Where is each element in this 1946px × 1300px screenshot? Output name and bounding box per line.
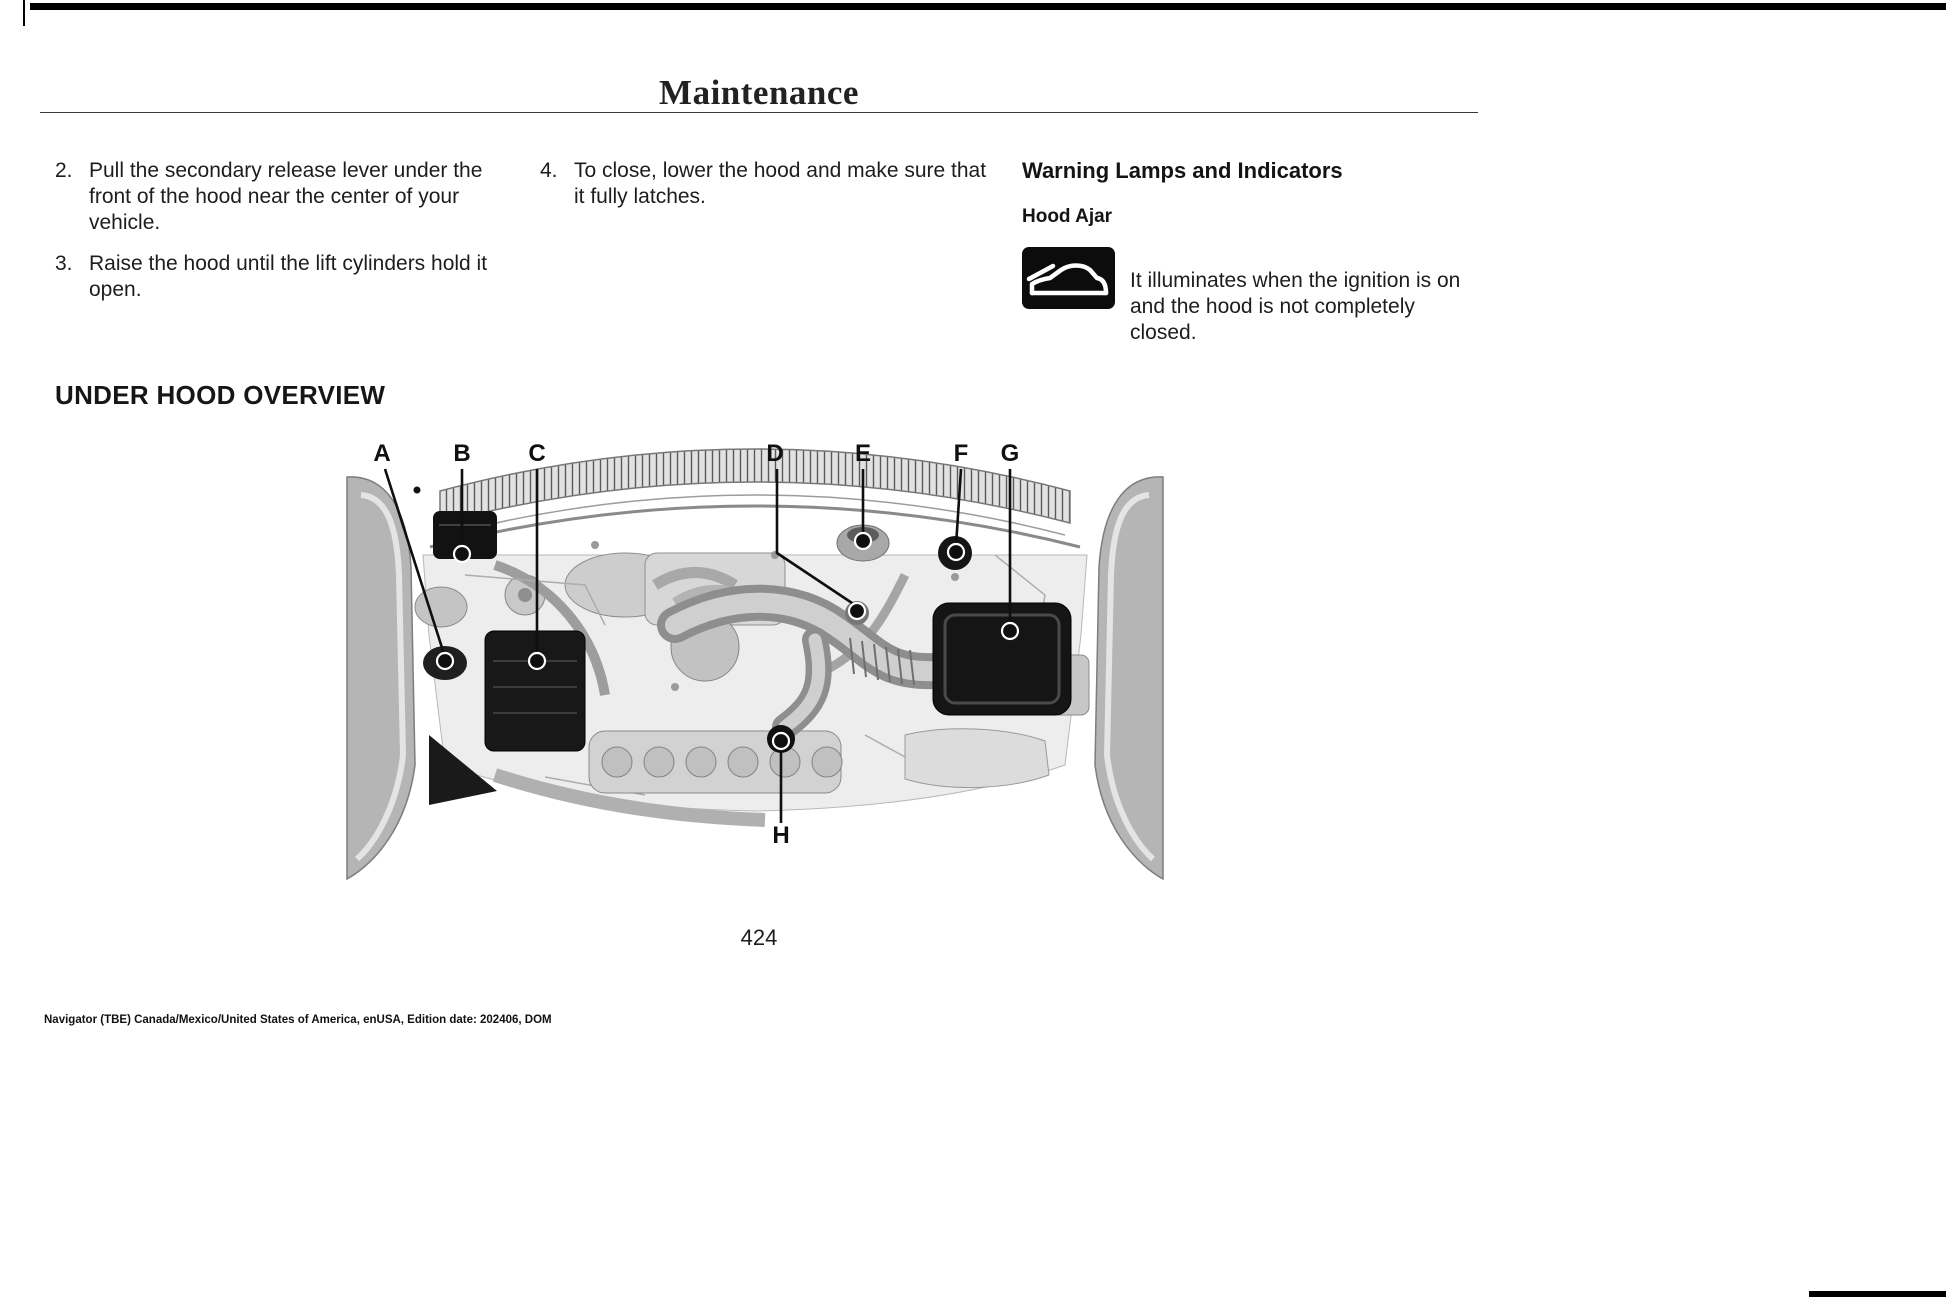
air-filter-box — [932, 602, 1072, 716]
callout-dot-d — [847, 601, 867, 621]
callout-dot-h — [771, 731, 791, 751]
right-fender — [1094, 476, 1164, 881]
callout-label-g: G — [1001, 440, 1020, 467]
column-right: Warning Lamps and Indicators Hood Ajar I… — [1022, 158, 1480, 367]
callout-dot-a — [435, 651, 455, 671]
fuse-box — [484, 630, 586, 752]
page-title: Maintenance — [659, 73, 859, 113]
reservoir-cap-b — [433, 511, 497, 559]
coolant-reservoir — [904, 728, 1050, 789]
callout-label-b: B — [453, 440, 470, 467]
step-item: 3. Raise the hood until the lift cylinde… — [55, 251, 505, 303]
under-hood-overview-heading: UNDER HOOD OVERVIEW — [55, 379, 386, 410]
callout-line-a — [383, 468, 446, 655]
callout-dot-g — [1000, 621, 1020, 641]
step-text: Pull the secondary release lever under t… — [89, 159, 483, 234]
warning-lamps-heading: Warning Lamps and Indicators — [1022, 158, 1343, 183]
engine-illustration: A B C D E F G H — [346, 440, 1164, 881]
hood-ajar-row: It illuminates when the ignition is on a… — [1022, 247, 1480, 367]
callout-label-h: H — [772, 822, 789, 849]
print-mark-bottom-right — [1809, 1291, 1946, 1297]
callout-dot-c — [527, 651, 547, 671]
callout-line-d — [775, 469, 856, 607]
radiator-cowl — [439, 448, 1071, 524]
column-middle: 4. To close, lower the hood and make sur… — [540, 158, 995, 225]
print-mark-corner-top-left — [0, 0, 25, 26]
print-mark-top-bar — [30, 3, 1946, 10]
callout-dot-e — [853, 531, 873, 551]
callout-label-a: A — [373, 440, 390, 467]
step-number: 3. — [55, 252, 73, 275]
callout-line-f — [954, 468, 963, 547]
callout-dot-f — [946, 542, 966, 562]
step-number: 4. — [540, 159, 558, 182]
callout-label-d: D — [766, 440, 783, 467]
step-number: 2. — [55, 159, 73, 182]
column-left: 2. Pull the secondary release lever unde… — [55, 158, 505, 318]
page-number: 424 — [740, 925, 778, 950]
step-item: 4. To close, lower the hood and make sur… — [540, 158, 995, 210]
hood-ajar-text: It illuminates when the ignition is on a… — [1130, 269, 1461, 344]
title-divider — [40, 112, 1478, 113]
hood-ajar-subheading: Hood Ajar — [1022, 206, 1113, 227]
step-text: Raise the hood until the lift cylinders … — [89, 252, 488, 301]
step-item: 2. Pull the secondary release lever unde… — [55, 158, 505, 236]
under-hood-diagram: A B C D E F G H — [345, 435, 1165, 885]
callout-label-c: C — [528, 440, 545, 467]
hood-ajar-icon — [1022, 247, 1115, 309]
callout-dot-b — [452, 544, 472, 564]
left-fender — [346, 476, 416, 881]
callout-label-e: E — [855, 440, 871, 467]
footer-text: Navigator (TBE) Canada/Mexico/United Sta… — [44, 1014, 552, 1026]
callout-label-f: F — [954, 440, 969, 467]
step-text: To close, lower the hood and make sure t… — [574, 159, 987, 208]
